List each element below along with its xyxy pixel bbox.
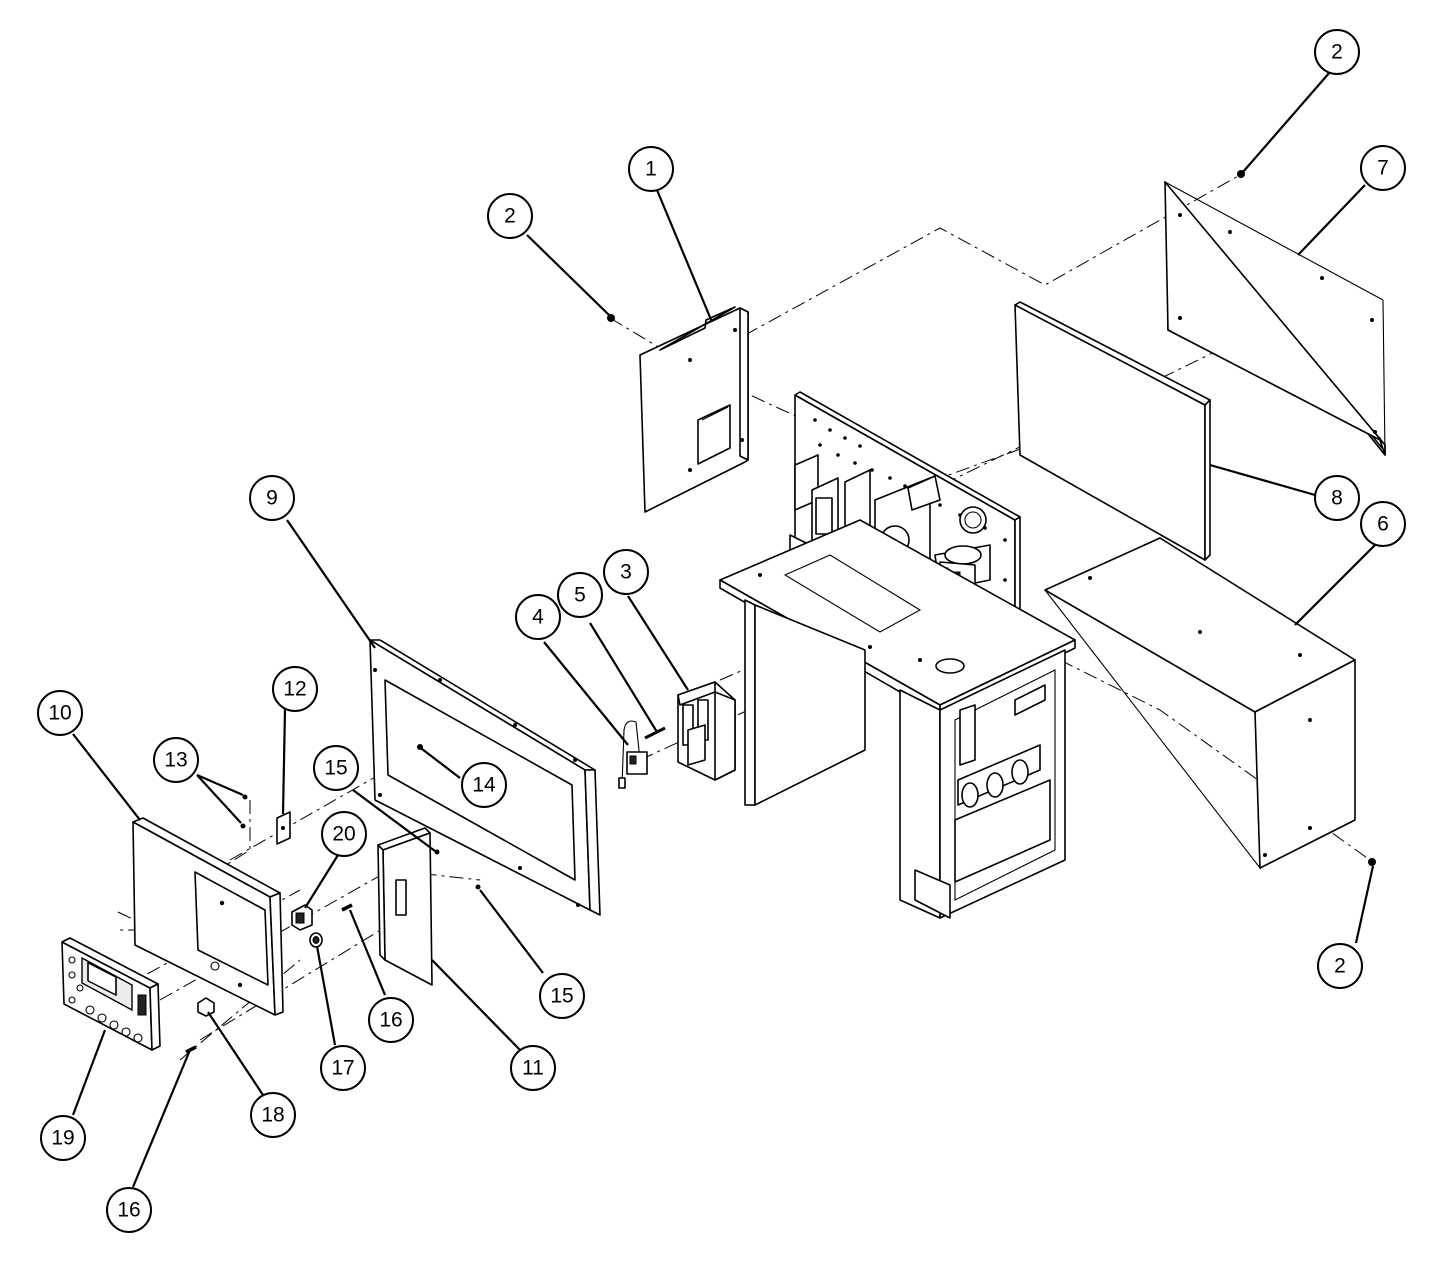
callout-14-label: 14 <box>472 774 496 797</box>
callout-4: 4 <box>515 594 561 640</box>
part-3-breaker <box>677 681 736 781</box>
callout-16-lower: 16 <box>106 1187 152 1233</box>
callout-17-label: 17 <box>331 1057 354 1080</box>
back-plate-holes <box>813 418 1007 582</box>
callout-11: 11 <box>510 1045 556 1091</box>
callout-2-top-right: 2 <box>1314 29 1360 75</box>
callout-10: 10 <box>37 690 83 736</box>
callout-5: 5 <box>557 572 603 618</box>
callout-16-upper-label: 16 <box>379 1009 402 1032</box>
callout-12-label: 12 <box>283 678 306 701</box>
leader-lines <box>71 71 1376 1188</box>
callout-2-top-right-label: 2 <box>1331 41 1343 64</box>
callout-4-label: 4 <box>532 606 544 629</box>
callout-3-label: 3 <box>620 561 632 584</box>
callout-16-lower-label: 16 <box>117 1199 140 1222</box>
part-4-wire-harness <box>618 720 648 789</box>
callout-19-label: 19 <box>51 1127 74 1150</box>
part-10-control-panel <box>132 817 284 1016</box>
callout-15-lower: 15 <box>539 973 585 1019</box>
callout-18-label: 18 <box>261 1104 284 1127</box>
callout-15-upper: 15 <box>313 745 359 791</box>
callout-7: 7 <box>1360 145 1406 191</box>
part-7-rear-panel <box>1164 181 1386 456</box>
part-8-insulation-panel <box>1014 301 1211 561</box>
callout-12: 12 <box>272 666 318 712</box>
part-19-controller-module <box>61 937 161 1051</box>
callout-2-bottom-right: 2 <box>1317 943 1363 989</box>
callout-1: 1 <box>628 146 674 192</box>
part-5-pin <box>644 726 666 740</box>
callout-2-left-label: 2 <box>504 205 516 228</box>
part-11-small-door <box>377 827 433 986</box>
callout-20: 20 <box>321 811 367 857</box>
callout-14: 14 <box>461 762 507 808</box>
hardware-parts <box>185 170 1376 1054</box>
part-1-side-bracket <box>639 306 749 513</box>
callout-10-label: 10 <box>48 702 71 725</box>
callout-16-upper: 16 <box>368 997 414 1043</box>
callout-11-label: 11 <box>522 1057 544 1080</box>
callout-20-label: 20 <box>332 823 355 846</box>
callout-3: 3 <box>603 549 649 595</box>
callout-6-label: 6 <box>1377 513 1389 536</box>
part-6-side-cover <box>1044 537 1356 870</box>
callout-2-left: 2 <box>487 193 533 239</box>
callout-13: 13 <box>153 737 199 783</box>
part-12-latch <box>276 811 291 845</box>
callout-6: 6 <box>1360 501 1406 547</box>
callout-15-upper-label: 15 <box>324 757 347 780</box>
main-frame-assembly <box>719 391 1076 919</box>
callout-5-label: 5 <box>574 584 586 607</box>
callout-19: 19 <box>40 1115 86 1161</box>
callout-8: 8 <box>1314 475 1360 521</box>
callout-13-label: 13 <box>164 749 187 772</box>
callout-7-label: 7 <box>1377 157 1389 180</box>
callout-8-label: 8 <box>1331 487 1343 510</box>
callout-9: 9 <box>249 475 295 521</box>
callout-1-label: 1 <box>645 158 657 181</box>
callout-17: 17 <box>320 1045 366 1091</box>
callout-18: 18 <box>250 1092 296 1138</box>
callout-2-bottom-right-label: 2 <box>1334 955 1346 978</box>
callout-15-lower-label: 15 <box>550 985 573 1008</box>
callout-9-label: 9 <box>266 487 278 510</box>
